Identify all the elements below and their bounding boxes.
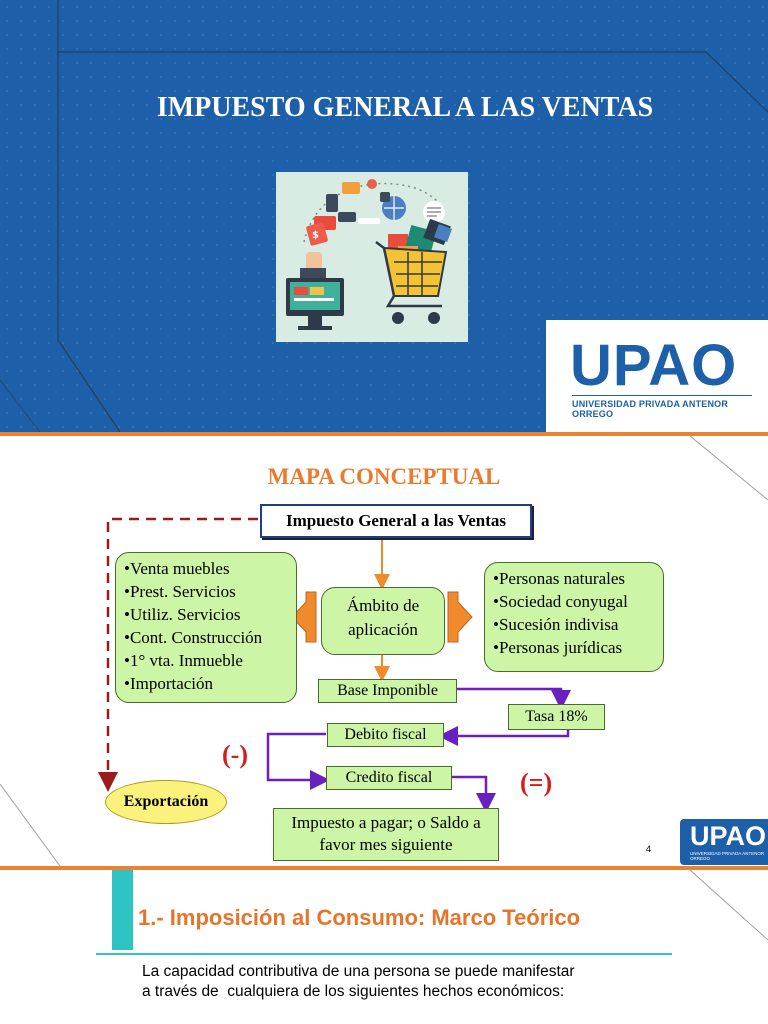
section-title: 1.- Imposición al Consumo: Marco Teórico xyxy=(138,905,581,930)
minus-sign: (-) xyxy=(222,740,248,769)
upao-small-logo-subtitle: UNIVERSIDAD PRIVADA ANTENOR ORREGO xyxy=(690,851,765,861)
list-item: •Personas naturales xyxy=(493,569,625,588)
concept-map-title: MAPA CONCEPTUAL xyxy=(267,464,501,489)
upao-logo: UPAO xyxy=(570,333,738,398)
page-number: 4 xyxy=(646,844,652,854)
upao-logo-box xyxy=(546,320,768,432)
upao-small-logo-box xyxy=(680,819,768,865)
list-item: •Prest. Servicios xyxy=(124,582,236,601)
tax-base-node: Base Imponible xyxy=(318,679,457,703)
upao-small-logo: UPAO xyxy=(690,821,767,851)
result-node: Impuesto a pagar; o Saldo a favor mes si… xyxy=(273,808,499,861)
list-item: •1° vta. Inmueble xyxy=(124,651,243,670)
list-item: •Sociedad conyugal xyxy=(493,592,628,611)
title-slide: IMPUESTO GENERAL A LAS VENTAS $ xyxy=(0,0,768,432)
upao-logo-subtitle: UNIVERSIDAD PRIVADA ANTENOR ORREGO xyxy=(572,399,729,419)
theory-slide: 1.- Imposición al Consumo: Marco Teórico… xyxy=(0,870,768,1024)
slide2-frame-lines xyxy=(0,436,768,866)
body-text: La capacidad contributiva de una persona… xyxy=(142,962,662,1002)
title-underline xyxy=(96,953,672,955)
scope-node: Ámbito de aplicación xyxy=(321,587,445,655)
accent-bar xyxy=(112,870,133,950)
slide-frame-lines xyxy=(0,0,768,432)
debit-node: Debito fiscal xyxy=(327,723,444,747)
concept-map-slide: MAPA CONCEPTUAL Impuesto General a las V… xyxy=(0,436,768,866)
list-item: •Cont. Construcción xyxy=(124,628,263,647)
list-item: •Sucesión indivisa xyxy=(493,615,619,634)
slide3-frame-lines xyxy=(689,870,768,941)
equal-sign: (=) xyxy=(520,768,553,797)
export-node: Exportación xyxy=(105,780,227,824)
list-item: •Utiliz. Servicios xyxy=(124,605,241,624)
logo-divider xyxy=(572,395,752,396)
list-item: •Personas jurídicas xyxy=(493,638,623,657)
svg-text:$: $ xyxy=(312,230,319,241)
e-commerce-illustration: $ xyxy=(276,172,468,342)
root-node: Impuesto General a las Ventas xyxy=(260,504,532,538)
slide-separator xyxy=(0,866,768,870)
slide-title: IMPUESTO GENERAL A LAS VENTAS xyxy=(156,92,654,123)
tax-rate-node: Tasa 18% xyxy=(508,704,605,730)
concept-map-connectors xyxy=(98,517,571,813)
taxpayers-list: •Personas naturales •Sociedad conyugal •… xyxy=(484,562,664,672)
taxable-operations-list: •Venta muebles •Prest. Servicios •Utiliz… xyxy=(115,552,297,703)
credit-node: Credito fiscal xyxy=(326,766,452,790)
slide-separator xyxy=(0,432,768,436)
body-line: La capacidad contributiva de una persona… xyxy=(142,963,575,980)
list-item: •Venta muebles xyxy=(124,559,230,578)
list-item: •Importación xyxy=(124,674,214,693)
body-line: a través de cualquiera de los siguientes… xyxy=(142,983,565,1000)
